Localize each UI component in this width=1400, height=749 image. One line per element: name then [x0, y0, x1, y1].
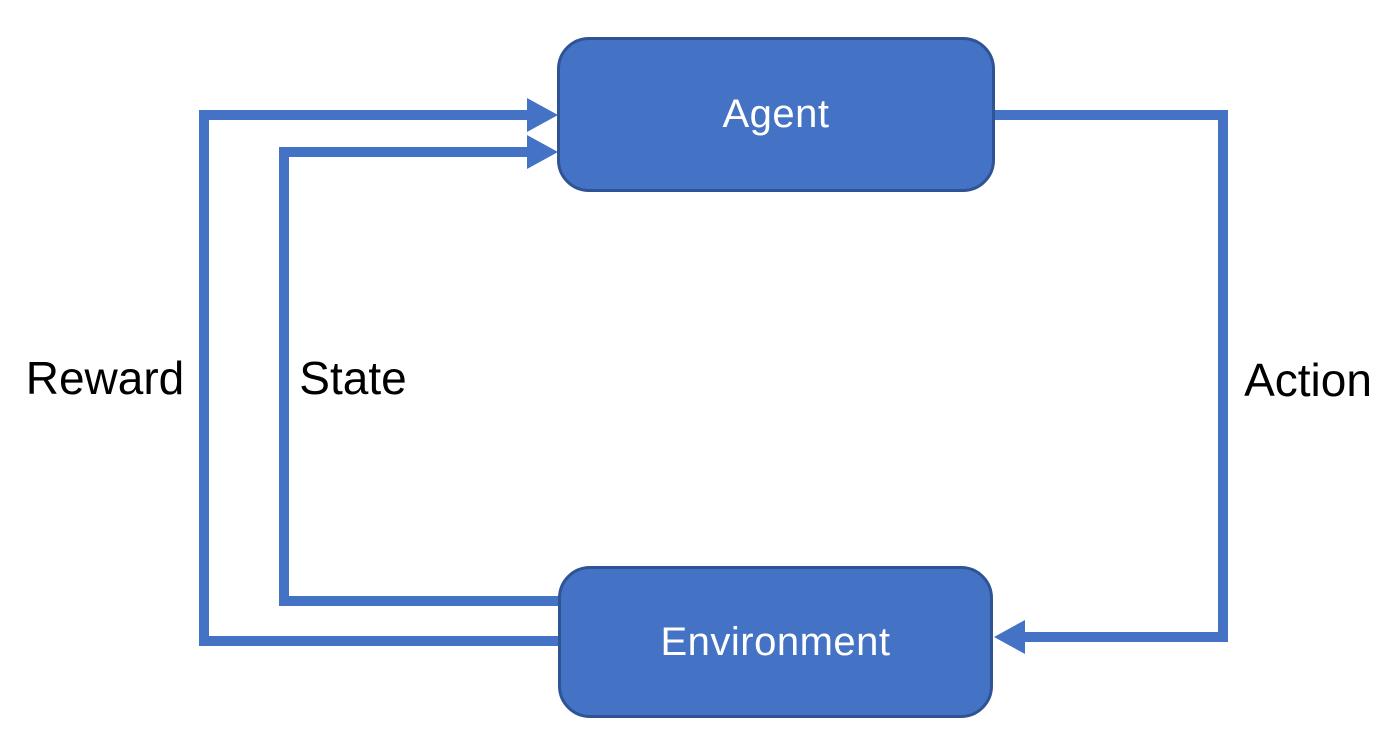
state-arrowhead-icon	[527, 135, 558, 169]
reward-arrow-line	[199, 110, 562, 646]
reward-edge-label: Reward	[25, 352, 185, 404]
reward-arrowhead-icon	[527, 98, 558, 132]
agent-node: Agent	[557, 37, 995, 192]
state-arrow-line	[279, 147, 562, 606]
environment-node: Environment	[558, 566, 993, 718]
agent-node-label: Agent	[722, 92, 830, 136]
action-arrow-line	[990, 110, 1228, 642]
state-edge-label: State	[299, 352, 407, 404]
environment-node-label: Environment	[660, 619, 891, 664]
action-edge-label: Action	[1244, 354, 1372, 406]
action-arrowhead-icon	[994, 620, 1025, 654]
